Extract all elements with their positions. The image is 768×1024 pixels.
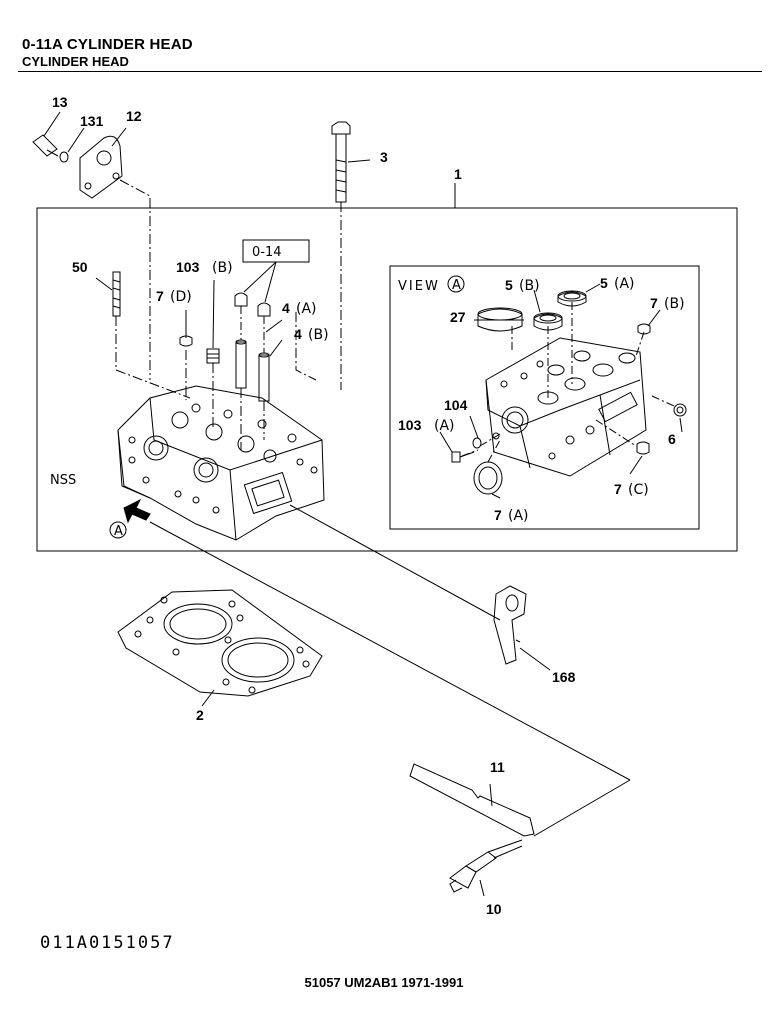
label-part-5a-letter: (A) <box>614 276 635 292</box>
label-part-7a-letter: (A) <box>508 508 529 524</box>
assembly-frame <box>36 207 738 552</box>
label-nss: NSS <box>50 473 76 488</box>
bracket-12-drawing <box>79 127 151 380</box>
page-subtitle: CYLINDER HEAD <box>22 54 129 69</box>
catalog-number: 011A0151057 <box>40 933 175 953</box>
label-part-4b-letter: (B) <box>308 327 329 343</box>
view-a-arrow-drawing <box>109 498 151 539</box>
label-part-5b-letter: (B) <box>519 278 540 294</box>
label-part-13: 13 <box>52 94 68 110</box>
bolt-13-drawing <box>32 111 61 157</box>
label-part-103b: 103 <box>176 259 200 275</box>
cylinder-head-body-drawing <box>117 385 631 781</box>
label-part-103a-letter: (A) <box>434 418 455 434</box>
view-a-marker-letter: A <box>114 524 123 539</box>
view-a-parts-drawing <box>439 283 687 499</box>
glow-plug-10-drawing <box>449 839 523 897</box>
header-divider <box>18 71 762 72</box>
label-part-7c: 7 <box>614 481 622 497</box>
label-part-12: 12 <box>126 108 142 124</box>
label-part-6: 6 <box>668 431 676 447</box>
label-part-27: 27 <box>450 309 466 325</box>
label-part-103b-letter: (B) <box>212 260 233 276</box>
label-part-131: 131 <box>80 113 104 129</box>
head-gasket-2-drawing <box>117 589 323 707</box>
bolt-3-drawing <box>331 121 371 390</box>
label-part-4a-letter: (A) <box>296 301 317 317</box>
view-a-inset <box>389 265 700 530</box>
label-part-4a: 4 <box>282 300 290 316</box>
label-part-7b: 7 <box>650 295 658 311</box>
view-a-title: VIEW <box>398 279 440 294</box>
label-part-1: 1 <box>454 166 462 182</box>
bracket-168-drawing <box>493 585 551 671</box>
label-part-7d-letter: (D) <box>170 289 192 305</box>
label-part-103a: 103 <box>398 417 422 433</box>
label-part-5b: 5 <box>505 277 513 293</box>
label-part-7a: 7 <box>494 507 502 523</box>
label-part-3: 3 <box>380 149 388 165</box>
label-part-2: 2 <box>196 707 204 723</box>
page-title: 0-11A CYLINDER HEAD <box>22 36 193 53</box>
label-part-168: 168 <box>552 669 576 685</box>
label-part-11: 11 <box>490 759 505 775</box>
page-footer: 51057 UM2AB1 1971-1991 <box>304 975 464 990</box>
view-a-head-drawing <box>485 337 647 477</box>
label-part-5a: 5 <box>600 275 608 291</box>
reference-box-label: 0-14 <box>252 245 282 260</box>
label-part-7c-letter: (C) <box>628 482 649 498</box>
view-a-title-letter: A <box>452 278 461 293</box>
label-part-7d: 7 <box>156 288 164 304</box>
washer-131-drawing <box>59 127 85 163</box>
plug-103b-drawing <box>206 279 220 430</box>
label-part-4b: 4 <box>294 326 302 342</box>
label-part-50: 50 <box>72 259 88 275</box>
label-part-7b-letter: (B) <box>664 296 685 312</box>
label-part-10: 10 <box>486 901 502 917</box>
plug-7d-drawing <box>179 310 193 400</box>
label-part-104: 104 <box>444 397 468 413</box>
plate-11-drawing <box>409 763 631 837</box>
stud-50-drawing <box>95 271 191 399</box>
valve-guide-parts-drawing <box>234 292 317 450</box>
